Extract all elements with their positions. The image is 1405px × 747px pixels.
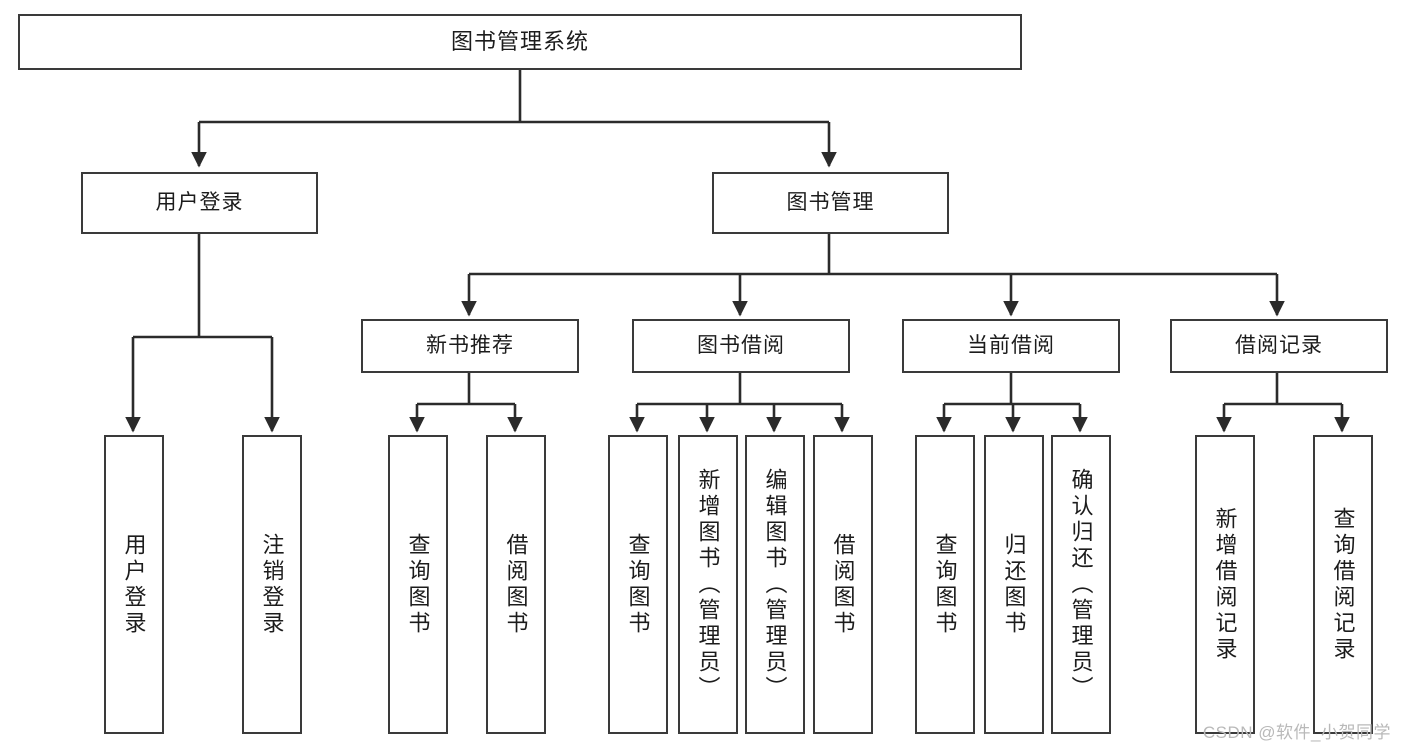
node-book-management-label: 图书管理 [786,191,875,215]
node-book-borrow[interactable]: 图书借阅 [632,319,850,373]
node-new-book-recommend-label: 新书推荐 [426,334,514,358]
node-leaf-add-book-admin-label: 新增图书（管理员） [695,467,721,702]
node-leaf-user-login[interactable]: 用户登录 [104,435,164,734]
node-leaf-query-book-current-label: 查询图书 [932,532,958,637]
node-leaf-query-book-recommend[interactable]: 查询图书 [388,435,448,734]
node-leaf-user-login-label: 用户登录 [121,532,147,637]
node-borrow-record[interactable]: 借阅记录 [1170,319,1388,373]
node-leaf-query-borrow-record[interactable]: 查询借阅记录 [1313,435,1373,734]
node-root-label: 图书管理系统 [450,28,589,54]
node-leaf-return-book[interactable]: 归还图书 [984,435,1044,734]
node-leaf-borrow-book-label: 借阅图书 [830,532,856,637]
node-leaf-add-borrow-record-label: 新增借阅记录 [1212,506,1238,663]
node-leaf-edit-book-admin-label: 编辑图书（管理员） [762,467,788,702]
node-leaf-borrow-book[interactable]: 借阅图书 [813,435,873,734]
node-current-borrow[interactable]: 当前借阅 [902,319,1120,373]
node-current-borrow-label: 当前借阅 [967,334,1055,358]
node-leaf-return-book-label: 归还图书 [1001,532,1027,637]
node-new-book-recommend[interactable]: 新书推荐 [361,319,579,373]
node-leaf-borrow-book-recommend-label: 借阅图书 [503,532,529,637]
node-leaf-add-book-admin[interactable]: 新增图书（管理员） [678,435,738,734]
node-leaf-user-logout-label: 注销登录 [259,532,285,637]
node-leaf-confirm-return-admin-label: 确认归还（管理员） [1068,467,1094,702]
node-leaf-query-borrow-record-label: 查询借阅记录 [1330,506,1356,663]
node-leaf-edit-book-admin[interactable]: 编辑图书（管理员） [745,435,805,734]
node-root[interactable]: 图书管理系统 [18,14,1022,70]
node-borrow-record-label: 借阅记录 [1235,334,1323,358]
node-leaf-add-borrow-record[interactable]: 新增借阅记录 [1195,435,1255,734]
node-leaf-query-book-borrow[interactable]: 查询图书 [608,435,668,734]
node-book-borrow-label: 图书借阅 [697,334,785,358]
node-user-login[interactable]: 用户登录 [81,172,318,234]
node-leaf-user-logout[interactable]: 注销登录 [242,435,302,734]
node-book-management[interactable]: 图书管理 [712,172,949,234]
node-user-login-label: 用户登录 [155,191,244,215]
node-leaf-query-book-current[interactable]: 查询图书 [915,435,975,734]
node-leaf-query-book-recommend-label: 查询图书 [405,532,431,637]
node-leaf-borrow-book-recommend[interactable]: 借阅图书 [486,435,546,734]
node-leaf-confirm-return-admin[interactable]: 确认归还（管理员） [1051,435,1111,734]
node-leaf-query-book-borrow-label: 查询图书 [625,532,651,637]
